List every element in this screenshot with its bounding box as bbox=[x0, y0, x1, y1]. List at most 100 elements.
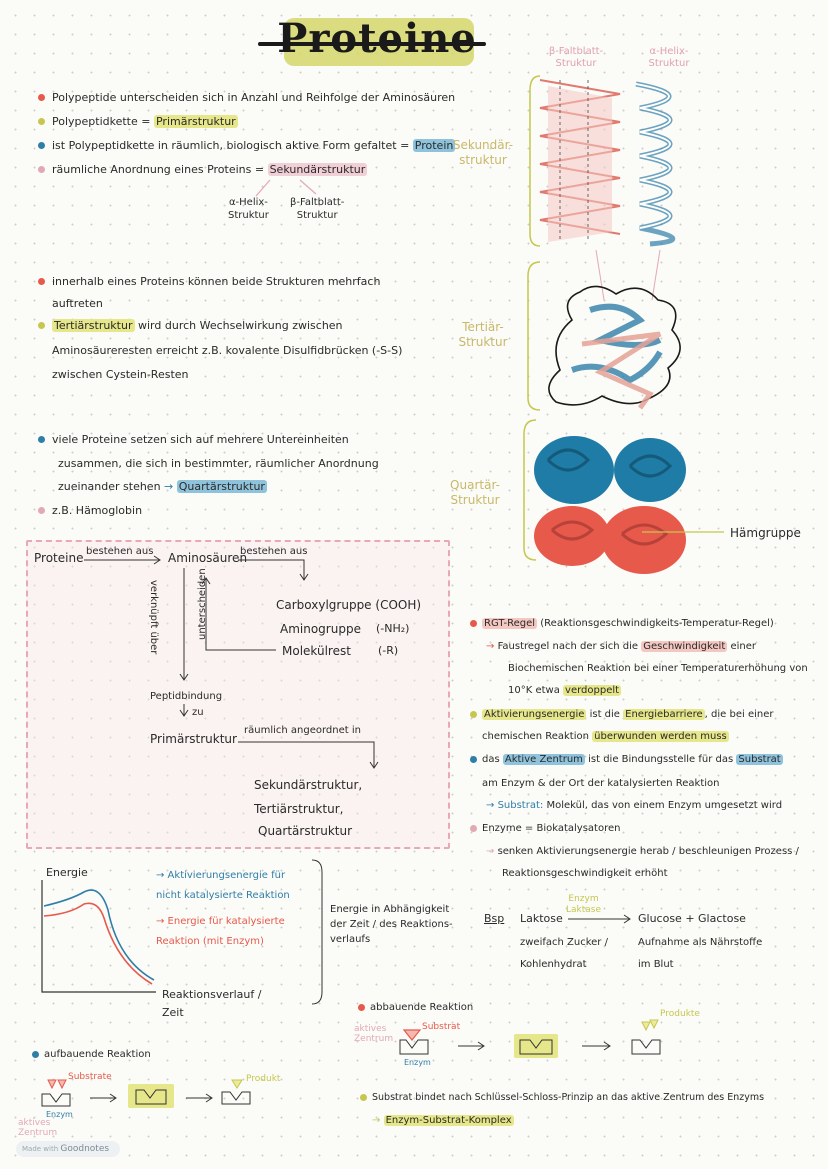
alpha-helix-label: α-Helix- Struktur bbox=[228, 197, 269, 221]
quartary-structure-icon bbox=[534, 436, 686, 574]
highlight-term: überwunden werden muss bbox=[592, 731, 729, 742]
bullet-dot bbox=[38, 166, 45, 173]
quartary-structure-label: Quartär- Struktur bbox=[450, 478, 500, 507]
bullet-dot bbox=[360, 1094, 367, 1101]
enzyme-label: Enzym bbox=[46, 1110, 73, 1119]
highlight-term: Substrat bbox=[736, 754, 783, 765]
bullet-dot bbox=[38, 94, 45, 101]
bullet-text: am Enzym & der Ort der katalysierten Rea… bbox=[482, 778, 720, 789]
highlight-term: verdoppelt bbox=[563, 685, 622, 696]
bullet-text: räumliche Anordnung eines Proteins = Sek… bbox=[52, 163, 368, 177]
example-text: Aufnahme als Nährstoffe bbox=[638, 937, 763, 948]
bullet-text: Reaktionsgeschwindigkeit erhöht bbox=[502, 868, 668, 879]
bullet-text: Polypeptidkette = Primärstruktur bbox=[52, 115, 238, 129]
bullet-text: chemischen Reaktion überwunden werden mu… bbox=[482, 730, 729, 744]
page-title: Proteine bbox=[277, 15, 477, 62]
bullet-text-part: räumliche Anordnung eines Proteins = bbox=[52, 163, 265, 176]
flow-quar: Quartärstruktur bbox=[258, 824, 353, 838]
flow-carboxyl: Carboxylgruppe (COOH) bbox=[276, 598, 422, 612]
bullet-text: Polypeptide unterscheiden sich in Anzahl… bbox=[52, 91, 456, 104]
bullet-text-part: Substrat: bbox=[497, 800, 544, 811]
bullet-text: RGT-Regel (Reaktionsgeschwindigkeits-Tem… bbox=[482, 617, 774, 631]
bullet-text: 10°K etwa verdoppelt bbox=[508, 684, 622, 698]
bullet-text-part: 10°K etwa bbox=[508, 685, 560, 696]
bullet-dot bbox=[358, 1004, 365, 1011]
title-underline bbox=[258, 42, 486, 46]
bullet-dot bbox=[470, 825, 477, 832]
flow-amino: Aminogruppe bbox=[280, 622, 361, 636]
flow-label: bestehen aus bbox=[86, 546, 154, 557]
reaction-title: aufbauende Reaktion bbox=[44, 1049, 151, 1060]
bullet-text: innerhalb eines Proteins können beide St… bbox=[52, 275, 381, 288]
highlight-term: Primärstruktur bbox=[153, 115, 238, 128]
example-text: Kohlenhydrat bbox=[520, 959, 587, 970]
bullet-text: zusammen, die sich in bestimmter, räumli… bbox=[58, 457, 379, 470]
highlight-term: Aktive Zentrum bbox=[502, 754, 585, 765]
beta-sheet-label: β-Faltblatt- Struktur bbox=[290, 197, 345, 221]
substrate-label: Substrate bbox=[68, 1072, 112, 1082]
active-center-label: aktives Zentrum bbox=[354, 1024, 394, 1044]
bullet-text: z.B. Hämoglobin bbox=[52, 504, 143, 517]
flow-formula: (-R) bbox=[378, 644, 399, 657]
alpha-helix-icon bbox=[635, 81, 676, 247]
bullet-text: auftreten bbox=[52, 297, 103, 310]
highlight-term: Tertiärstruktur bbox=[52, 319, 135, 332]
bullet-dot bbox=[38, 507, 45, 514]
bullet-dot bbox=[32, 1051, 39, 1058]
enzyme-label: Enzym bbox=[404, 1058, 431, 1067]
bullet-text: das Aktive Zentrum ist die Bindungsstell… bbox=[482, 753, 783, 767]
highlight-term: Sekundärstruktur bbox=[267, 163, 368, 176]
watermark-brand: Goodnotes bbox=[60, 1144, 110, 1154]
flow-label: Peptidbindung bbox=[150, 691, 223, 702]
beta-sheet-icon bbox=[539, 79, 621, 242]
highlight-term: Aktivierungsenergie bbox=[482, 709, 587, 720]
example-text: im Blut bbox=[638, 959, 674, 970]
bullet-text: zwischen Cystein-Resten bbox=[52, 368, 189, 381]
alpha-helix-title: α-Helix- Struktur bbox=[648, 46, 690, 69]
example-label: Bsp bbox=[484, 912, 505, 925]
bullet-text-part: wird durch Wechselwirkung zwischen bbox=[138, 319, 343, 332]
bullet-text: → Enzym-Substrat-Komplex bbox=[372, 1115, 514, 1126]
flow-molekuel: Molekülrest bbox=[282, 644, 351, 658]
highlight-term: Geschwindigkeit bbox=[641, 641, 728, 652]
bullet-text: → senken Aktivierungsenergie herab / bes… bbox=[486, 846, 799, 857]
bullet-text: Substrat bindet nach Schlüssel-Schloss-P… bbox=[372, 1092, 765, 1103]
bullet-text: Enzyme = Biokatalysatoren bbox=[482, 823, 621, 834]
flow-label: zu bbox=[192, 707, 204, 718]
bullet-text-part: einer bbox=[730, 641, 756, 652]
bullet-text: ist Polypeptidkette in räumlich, biologi… bbox=[52, 139, 456, 153]
flow-label: bestehen aus bbox=[240, 546, 308, 557]
tertiary-structure-icon bbox=[548, 285, 681, 410]
highlight-term: Quartärstruktur bbox=[176, 480, 267, 493]
bullet-text: Biochemischen Reaktion bei einer Tempera… bbox=[508, 663, 808, 674]
bullet-dot bbox=[38, 278, 45, 285]
highlight-term: Energiebarriere bbox=[623, 709, 705, 720]
bullet-text-part: ist Polypeptidkette in räumlich, biologi… bbox=[52, 139, 410, 152]
highlight-term: RGT-Regel bbox=[482, 618, 538, 629]
bullet-text-part: chemischen Reaktion bbox=[482, 731, 589, 742]
beta-sheet-title: β-Faltblatt- Struktur bbox=[548, 46, 604, 69]
highlight-term: Enzym-Substrat-Komplex bbox=[383, 1115, 514, 1126]
bullet-text: → Faustregel nach der sich die Geschwind… bbox=[486, 641, 756, 652]
flow-primaer: Primärstruktur bbox=[150, 732, 237, 746]
chart-legend-red: → Energie für katalysierte Reaktion (mit… bbox=[156, 916, 285, 947]
flow-aminosaeuren: Aminosäuren bbox=[168, 551, 248, 565]
bullet-dot bbox=[470, 711, 477, 718]
bullet-text: zueinander stehen → Quartärstruktur bbox=[58, 480, 267, 493]
products-label: Produkte bbox=[660, 1009, 700, 1019]
chart-ylabel: Energie bbox=[46, 866, 88, 879]
flow-label: räumlich angeordnet in bbox=[244, 725, 361, 736]
flow-formula: (-NH₂) bbox=[376, 622, 410, 635]
highlight-term: Protein bbox=[412, 139, 456, 152]
bullet-text-part: zueinander stehen bbox=[58, 480, 161, 493]
reaction-title: abbauende Reaktion bbox=[370, 1002, 474, 1013]
bullet-dot bbox=[38, 322, 45, 329]
watermark-made: Made with bbox=[22, 1145, 59, 1153]
flow-sek: Sekundärstruktur, bbox=[254, 778, 363, 792]
chart-legend-blue: → Aktivierungsenergie für nicht katalysi… bbox=[156, 870, 290, 901]
chart-brace-text: Energie in Abhängigkeit der Zeit / des R… bbox=[330, 904, 453, 945]
bullet-text-part: senken Aktivierungsenergie herab / besch… bbox=[497, 846, 799, 857]
